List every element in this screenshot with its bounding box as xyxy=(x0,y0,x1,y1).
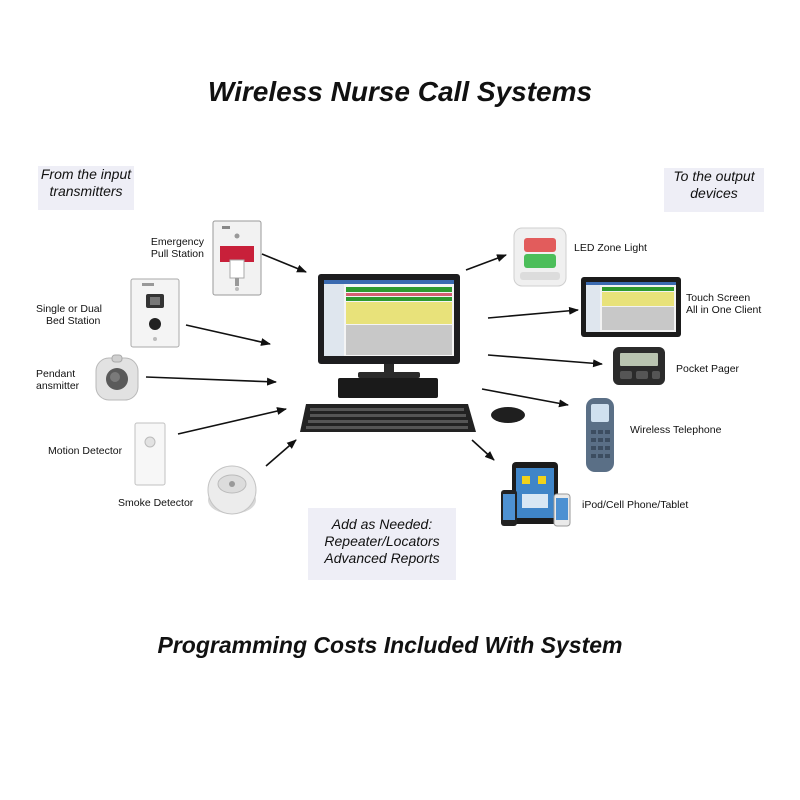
outputs-note: To the output devices xyxy=(664,168,764,212)
motion-detector-icon xyxy=(134,422,166,486)
smoke-detector-icon xyxy=(207,465,257,515)
bed-station-icon xyxy=(130,278,180,348)
addons-note: Add as Needed: Repeater/Locators Advance… xyxy=(308,508,456,580)
arrow-pull-station xyxy=(261,253,307,273)
pull-station-label: Emergency Pull Station xyxy=(120,236,204,260)
pull-station-label-line-1: Emergency xyxy=(150,236,204,248)
touch-screen-icon xyxy=(581,277,681,337)
pull-station-label-line-2: Pull Station xyxy=(150,248,204,260)
arrow-tablet xyxy=(471,439,495,461)
pager-label-line-1: Pocket Pager xyxy=(676,363,740,375)
cpu-icon xyxy=(338,378,438,398)
pager-icon xyxy=(613,347,665,385)
inputs-note-line-1: From the input xyxy=(40,166,132,182)
wireless-telephone-label: Wireless Telephone xyxy=(630,424,750,436)
arrow-pendant xyxy=(145,376,277,386)
pull-station-icon xyxy=(212,220,262,296)
central-computer xyxy=(300,274,525,432)
tablet-phone-label-line-1: iPod/Cell Phone/Tablet xyxy=(582,499,689,511)
smoke-detector-label: Smoke Detector xyxy=(118,497,204,509)
inputs-note: From the input transmitters xyxy=(38,166,134,210)
inputs-note-line-2: transmitters xyxy=(49,183,123,199)
pendant-label-line-2: ansmitter xyxy=(36,380,80,392)
addons-note-line-1: Add as Needed: xyxy=(331,516,433,532)
led-light-label: LED Zone Light xyxy=(574,242,684,254)
page-title: Wireless Nurse Call Systems xyxy=(207,76,593,107)
pendant-icon xyxy=(95,354,139,401)
arrow-motion-detector xyxy=(177,407,287,435)
arrow-telephone xyxy=(481,388,569,408)
bed-station-label-line-1: Single or Dual xyxy=(36,303,102,315)
led-light-icon xyxy=(513,227,567,287)
addons-note-line-2: Repeater/Locators xyxy=(324,533,440,549)
smoke-detector-label-line-1: Smoke Detector xyxy=(118,497,194,509)
keyboard-icon xyxy=(300,404,476,432)
touch-screen-label-line-2: All in One Client xyxy=(686,304,762,316)
footer-tagline: Programming Costs Included With System xyxy=(157,632,623,658)
pendant-label: Pendant ansmitter xyxy=(36,368,96,392)
bed-station-label: Single or Dual Bed Station xyxy=(36,303,128,327)
addons-note-line-3: Advanced Reports xyxy=(324,550,440,566)
outputs-note-line-2: devices xyxy=(690,185,738,201)
bed-station-label-line-2: Bed Station xyxy=(46,315,101,327)
touch-screen-label-line-1: Touch Screen xyxy=(686,292,751,304)
arrow-bed-station xyxy=(185,324,271,346)
arrow-touch-screen xyxy=(487,306,579,319)
arrow-led-light xyxy=(465,254,507,271)
motion-detector-label: Motion Detector xyxy=(48,445,132,457)
led-light-label-line-1: LED Zone Light xyxy=(574,242,647,254)
arrow-smoke-detector xyxy=(265,439,297,467)
mouse-icon xyxy=(491,407,525,423)
arrow-pager xyxy=(487,354,603,368)
monitor-icon xyxy=(318,274,460,378)
tablet-phone-icon xyxy=(501,462,571,527)
pendant-label-line-1: Pendant xyxy=(36,368,76,380)
outputs-note-line-1: To the output xyxy=(673,168,755,184)
tablet-phone-label: iPod/Cell Phone/Tablet xyxy=(582,499,702,511)
wireless-telephone-label-line-1: Wireless Telephone xyxy=(630,424,722,436)
touch-screen-label: Touch Screen All in One Client xyxy=(686,292,786,316)
wireless-telephone-icon xyxy=(586,398,614,472)
motion-detector-label-line-1: Motion Detector xyxy=(48,445,123,457)
pager-label: Pocket Pager xyxy=(676,363,776,375)
